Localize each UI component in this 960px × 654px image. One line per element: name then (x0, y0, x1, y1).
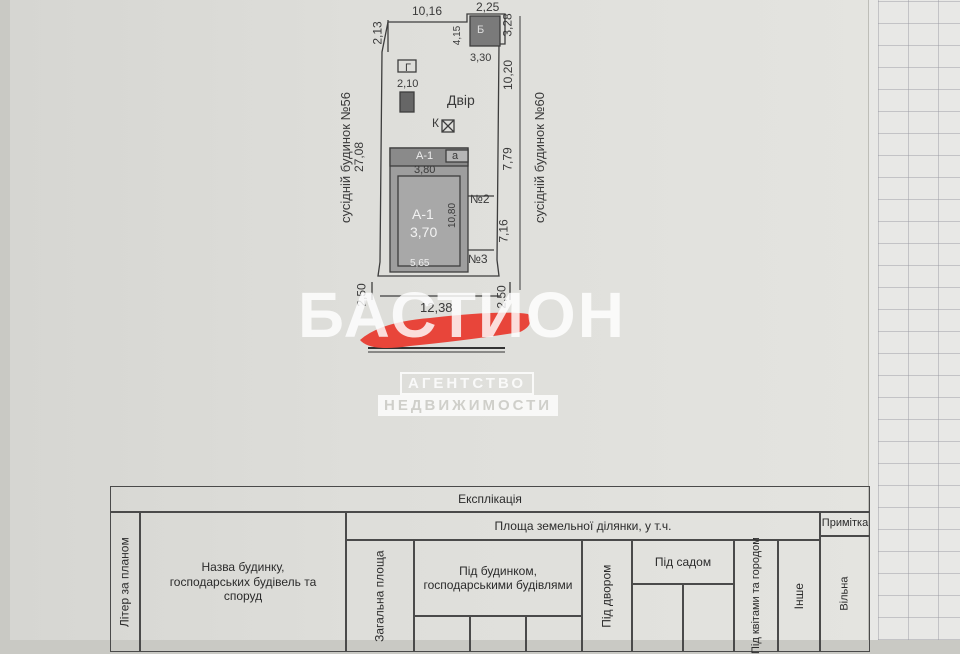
under-buildings-sub-3 (526, 616, 582, 652)
note-header: Примітка (820, 512, 870, 536)
col-litter-label: Літер за планом (117, 537, 132, 627)
dim-left-top: 2,13 (370, 21, 385, 45)
dim-top-width: 10,16 (412, 4, 443, 18)
col-extra-label: Інше (791, 582, 806, 610)
dim-right-lower: 7,16 (496, 219, 511, 243)
label-house-main: А-1 (412, 206, 434, 222)
dim-shed-side: 3,28 (500, 13, 515, 37)
under-buildings-sub-2 (470, 616, 526, 652)
label-annex: а (452, 150, 459, 162)
col-yard: Під двором (582, 540, 632, 652)
under-garden-sub-2 (683, 584, 734, 652)
annex-a (445, 149, 469, 163)
adjacent-page (868, 0, 960, 640)
label-no3: №3 (468, 252, 488, 266)
dim-house-bottom: 5,65 (410, 258, 430, 269)
col-extra: Інше (778, 540, 820, 652)
col-name: Назва будинку, господарських будівель та… (140, 512, 346, 652)
under-garden-sub-1 (632, 584, 683, 652)
land-header: Площа земельної ділянки, у т.ч. (346, 512, 820, 540)
dim-house-depth: 10,80 (447, 202, 459, 229)
label-shed: Б (477, 24, 485, 36)
under-buildings-sub-1 (414, 616, 470, 652)
dim-right-upper: 10,20 (501, 59, 516, 91)
under-garden: Під садом (632, 540, 734, 584)
dim-bottom-width: 12,38 (420, 300, 453, 315)
building-g-frame (397, 59, 417, 73)
building-g (399, 91, 415, 113)
dim-right-middle: 7,79 (500, 147, 515, 171)
col-yard-label: Під двором (599, 564, 614, 628)
table-title: Експлікація (110, 486, 870, 512)
adjacent-page-grid (878, 0, 960, 640)
site-plan-drawing (360, 13, 531, 353)
red-redaction-mark (360, 312, 531, 348)
col-other: Під квітами та городом (734, 537, 778, 654)
watermark-logo: БАСТИОН (298, 279, 626, 351)
label-house-top: А-1 (416, 150, 434, 162)
under-buildings: Під будинком, господарськими будівлями (414, 540, 582, 616)
col-free: Вільна (820, 536, 870, 652)
lot-boundary (377, 13, 506, 277)
shed-b (469, 15, 501, 47)
dim-house-width: 3,80 (414, 164, 436, 176)
col-free-label: Вільна (838, 576, 851, 612)
dim-small-building: 2,10 (397, 78, 419, 90)
dim-left-long: 27,08 (352, 141, 367, 173)
col-area-label: Загальна площа (372, 550, 387, 642)
dim-house-inner: 3,70 (410, 224, 438, 240)
col-litter: Літер за планом (110, 512, 140, 652)
label-neighbor-right: сусідній будинок №60 (531, 92, 547, 223)
well-k (441, 119, 455, 133)
label-g: Г (405, 62, 411, 74)
label-no2: №2 (470, 192, 490, 206)
col-other-label: Під квітами та городом (749, 537, 762, 654)
watermark-line1: АГЕНТСТВО (400, 372, 535, 395)
label-yard: Двір (447, 92, 475, 108)
dim-top-right: 2,25 (476, 0, 500, 14)
dim-shed-height: 4,15 (452, 25, 464, 46)
label-k: К (432, 116, 439, 130)
explication-table: Експлікація Літер за планом Назва будинк… (110, 486, 870, 654)
watermark-line2: НЕДВИЖИМОСТИ (378, 395, 559, 416)
col-area: Загальна площа (346, 540, 414, 652)
dim-shed-width: 3,30 (470, 52, 492, 64)
label-neighbor-left: сусідній будинок №56 (337, 92, 353, 223)
